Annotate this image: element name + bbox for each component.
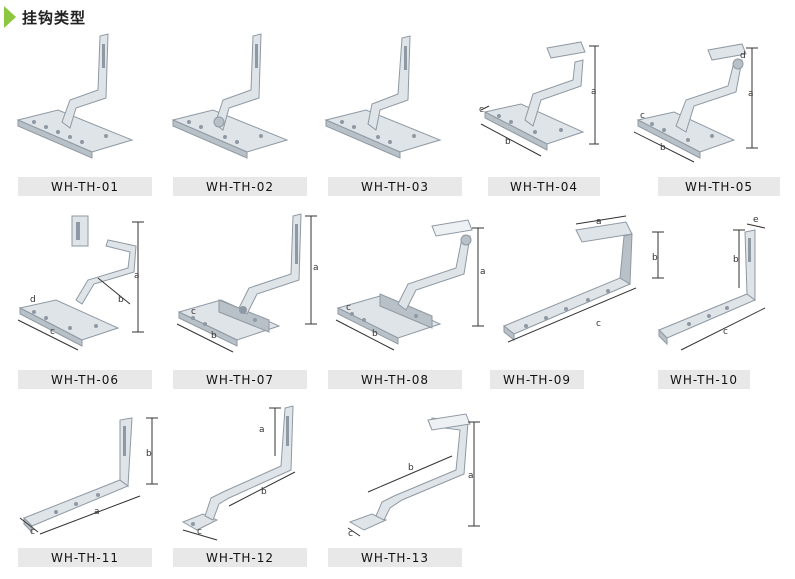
dim-label-b: b [118, 295, 124, 305]
dim-label-c: c [723, 327, 728, 337]
product-card-wh-th-04[interactable]: a b c WH-TH-04 [475, 28, 625, 200]
product-card-wh-th-03[interactable]: WH-TH-03 [320, 28, 470, 200]
dim-label-b: b [505, 137, 511, 147]
hook-image: a b c [181, 405, 296, 541]
dim-label-a: a [134, 271, 140, 281]
hook-image: a b c [335, 219, 486, 351]
dim-label-c: c [640, 111, 645, 121]
hook-image: a b c d [633, 43, 758, 163]
dim-label-b: b [733, 255, 739, 265]
product-card-wh-th-09[interactable]: b a c WH-TH-09 [490, 208, 665, 393]
hook-image: a b c [479, 41, 599, 157]
hook-image: a b c [347, 413, 480, 539]
hook-image [16, 33, 134, 159]
product-card-wh-th-13[interactable]: a b c WH-TH-13 [320, 400, 490, 575]
model-label: WH-TH-07 [173, 370, 307, 389]
section-header: 挂钩类型 [4, 4, 86, 30]
hook-image: b e c [658, 215, 766, 351]
model-label: WH-TH-06 [18, 370, 152, 389]
dim-label-b: b [261, 487, 267, 497]
model-label: WH-TH-12 [173, 548, 307, 567]
dim-label-b: b [660, 143, 666, 153]
hook-image: b a c [503, 215, 664, 343]
model-label: WH-TH-04 [488, 177, 600, 196]
dim-label-a: a [259, 425, 265, 435]
product-card-wh-th-12[interactable]: a b c WH-TH-12 [165, 400, 315, 575]
dim-label-c: c [50, 327, 55, 337]
product-card-wh-th-06[interactable]: a b c d WH-TH-06 [10, 208, 160, 393]
product-card-wh-th-11[interactable]: b a c WH-TH-11 [10, 400, 160, 575]
dim-label-e: e [753, 215, 759, 225]
dim-label-c: c [346, 303, 351, 313]
model-label: WH-TH-03 [328, 177, 462, 196]
hook-image [171, 33, 289, 159]
dim-label-a: a [94, 507, 100, 517]
dim-label-a: a [596, 217, 602, 227]
model-label: WH-TH-11 [18, 548, 152, 567]
hook-image: b a c [19, 417, 158, 537]
product-card-wh-th-01[interactable]: WH-TH-01 [10, 28, 160, 200]
section-title: 挂钩类型 [22, 8, 87, 27]
dim-label-d: d [740, 51, 746, 61]
model-label: WH-TH-10 [658, 370, 750, 389]
dim-label-c: c [197, 527, 202, 537]
dim-label-b: b [211, 331, 217, 341]
product-card-wh-th-08[interactable]: a b c WH-TH-08 [320, 208, 486, 393]
dim-label-b: b [408, 463, 414, 473]
product-card-wh-th-02[interactable]: WH-TH-02 [165, 28, 315, 200]
dim-label-a: a [591, 87, 597, 97]
product-card-wh-th-10[interactable]: b e c WH-TH-10 [655, 208, 790, 393]
dim-label-a: a [480, 267, 486, 277]
dim-label-c: c [30, 527, 35, 537]
model-label: WH-TH-08 [328, 370, 462, 389]
model-label: WH-TH-05 [658, 177, 780, 196]
hook-image [324, 35, 442, 159]
model-label: WH-TH-13 [328, 548, 462, 567]
dim-label-c: c [191, 307, 196, 317]
dim-label-a: a [468, 471, 474, 481]
product-card-wh-th-05[interactable]: a b c d WH-TH-05 [630, 28, 790, 200]
dim-label-b: b [146, 449, 152, 459]
product-card-wh-th-07[interactable]: a b c WH-TH-07 [165, 208, 320, 393]
dim-label-b: b [652, 253, 658, 263]
dim-label-a: a [313, 263, 319, 273]
dim-label-c: c [596, 319, 601, 329]
dim-label-d: d [30, 295, 36, 305]
dim-label-c: c [479, 105, 484, 115]
chevron-right-icon [4, 6, 16, 28]
model-label: WH-TH-01 [18, 177, 152, 196]
hook-image: a b c d [17, 215, 144, 351]
dim-label-c: c [348, 529, 353, 539]
model-label: WH-TH-02 [173, 177, 307, 196]
dim-label-a: a [748, 89, 754, 99]
hook-image: a b c [176, 213, 319, 353]
model-label: WH-TH-09 [490, 370, 584, 389]
dim-label-b: b [372, 329, 378, 339]
